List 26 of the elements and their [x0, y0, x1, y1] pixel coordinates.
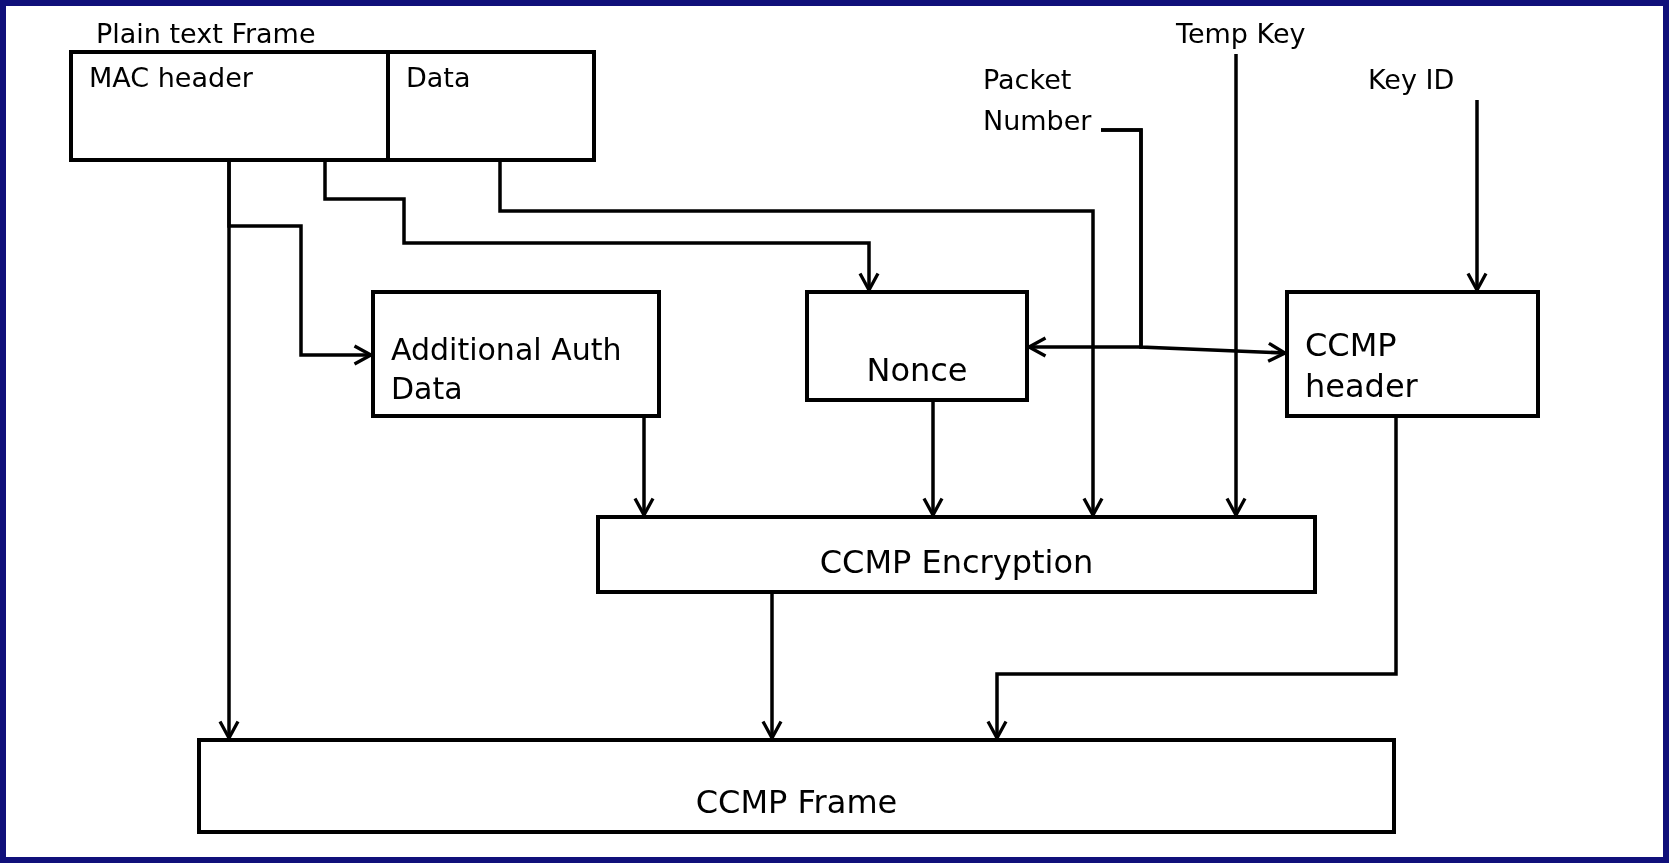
process-box — [197, 738, 1396, 834]
input-label: Temp Key — [1176, 14, 1326, 55]
box-label: CCMP Frame — [695, 782, 898, 824]
arrow — [922, 402, 944, 517]
arrow — [323, 162, 880, 292]
arrow — [1101, 128, 1287, 363]
box-label: Nonce — [866, 350, 968, 392]
arrow — [1225, 54, 1247, 517]
process-box — [1285, 290, 1540, 418]
process-box — [805, 290, 1029, 402]
input-label: Packet Number — [983, 60, 1101, 141]
box-label: Additional Auth Data — [391, 331, 623, 408]
arrow — [227, 162, 373, 366]
box-label: CCMP Encryption — [819, 542, 1094, 584]
process-box — [371, 290, 661, 418]
arrow — [633, 418, 655, 517]
process-box — [596, 515, 1317, 594]
arrow — [986, 418, 1398, 740]
arrow — [498, 162, 1104, 517]
frame-title: Plain text Frame — [96, 17, 316, 51]
box-label: CCMP header — [1305, 324, 1419, 408]
box-label: Data — [406, 61, 471, 95]
arrow — [1466, 100, 1488, 292]
arrow — [761, 594, 783, 740]
box-label: MAC header — [89, 61, 253, 95]
input-label: Key ID — [1368, 60, 1486, 101]
